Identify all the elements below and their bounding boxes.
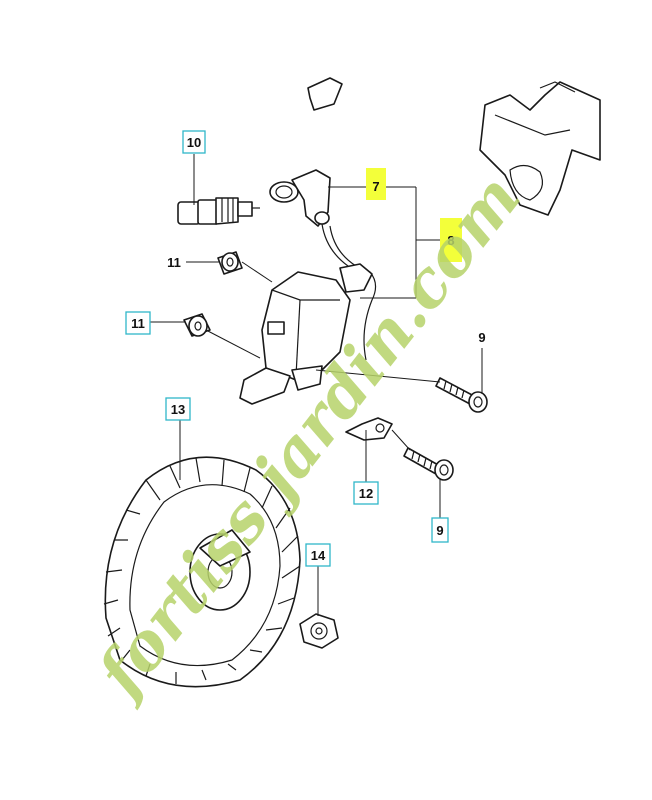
top-right-housing <box>479 81 601 216</box>
callout-11-upper: 11 <box>167 255 181 270</box>
screw-upper <box>435 377 488 413</box>
svg-text:12: 12 <box>359 486 373 501</box>
callout-13: 13 <box>165 397 191 421</box>
svg-text:7: 7 <box>372 179 379 194</box>
callout-9-upper: 9 <box>478 330 485 345</box>
spacer-lower <box>183 313 211 337</box>
callout-12: 12 <box>353 481 379 505</box>
svg-text:13: 13 <box>171 402 185 417</box>
svg-text:9: 9 <box>478 330 485 345</box>
svg-text:11: 11 <box>167 255 181 270</box>
callout-11-lower: 11 <box>125 311 151 335</box>
callout-14: 14 <box>305 543 331 567</box>
svg-text:9: 9 <box>436 523 443 538</box>
spacer-upper <box>217 251 243 275</box>
callout-10: 10 <box>182 130 206 154</box>
svg-text:10: 10 <box>187 135 201 150</box>
spark-plug <box>177 197 260 225</box>
ignition-module <box>239 263 373 405</box>
plug-boot <box>269 169 331 227</box>
leader-lines <box>150 154 483 616</box>
small-clip <box>307 77 343 111</box>
callout-9-lower: 9 <box>431 517 449 543</box>
flywheel <box>103 456 301 688</box>
svg-text:14: 14 <box>311 548 326 563</box>
ht-lead-wire <box>321 223 377 361</box>
callout-8: 8 <box>440 218 462 262</box>
screw-lower <box>403 447 454 481</box>
svg-text:8: 8 <box>447 233 454 248</box>
flywheel-nut <box>299 613 339 649</box>
callout-7: 7 <box>366 168 386 200</box>
svg-text:11: 11 <box>131 316 145 331</box>
